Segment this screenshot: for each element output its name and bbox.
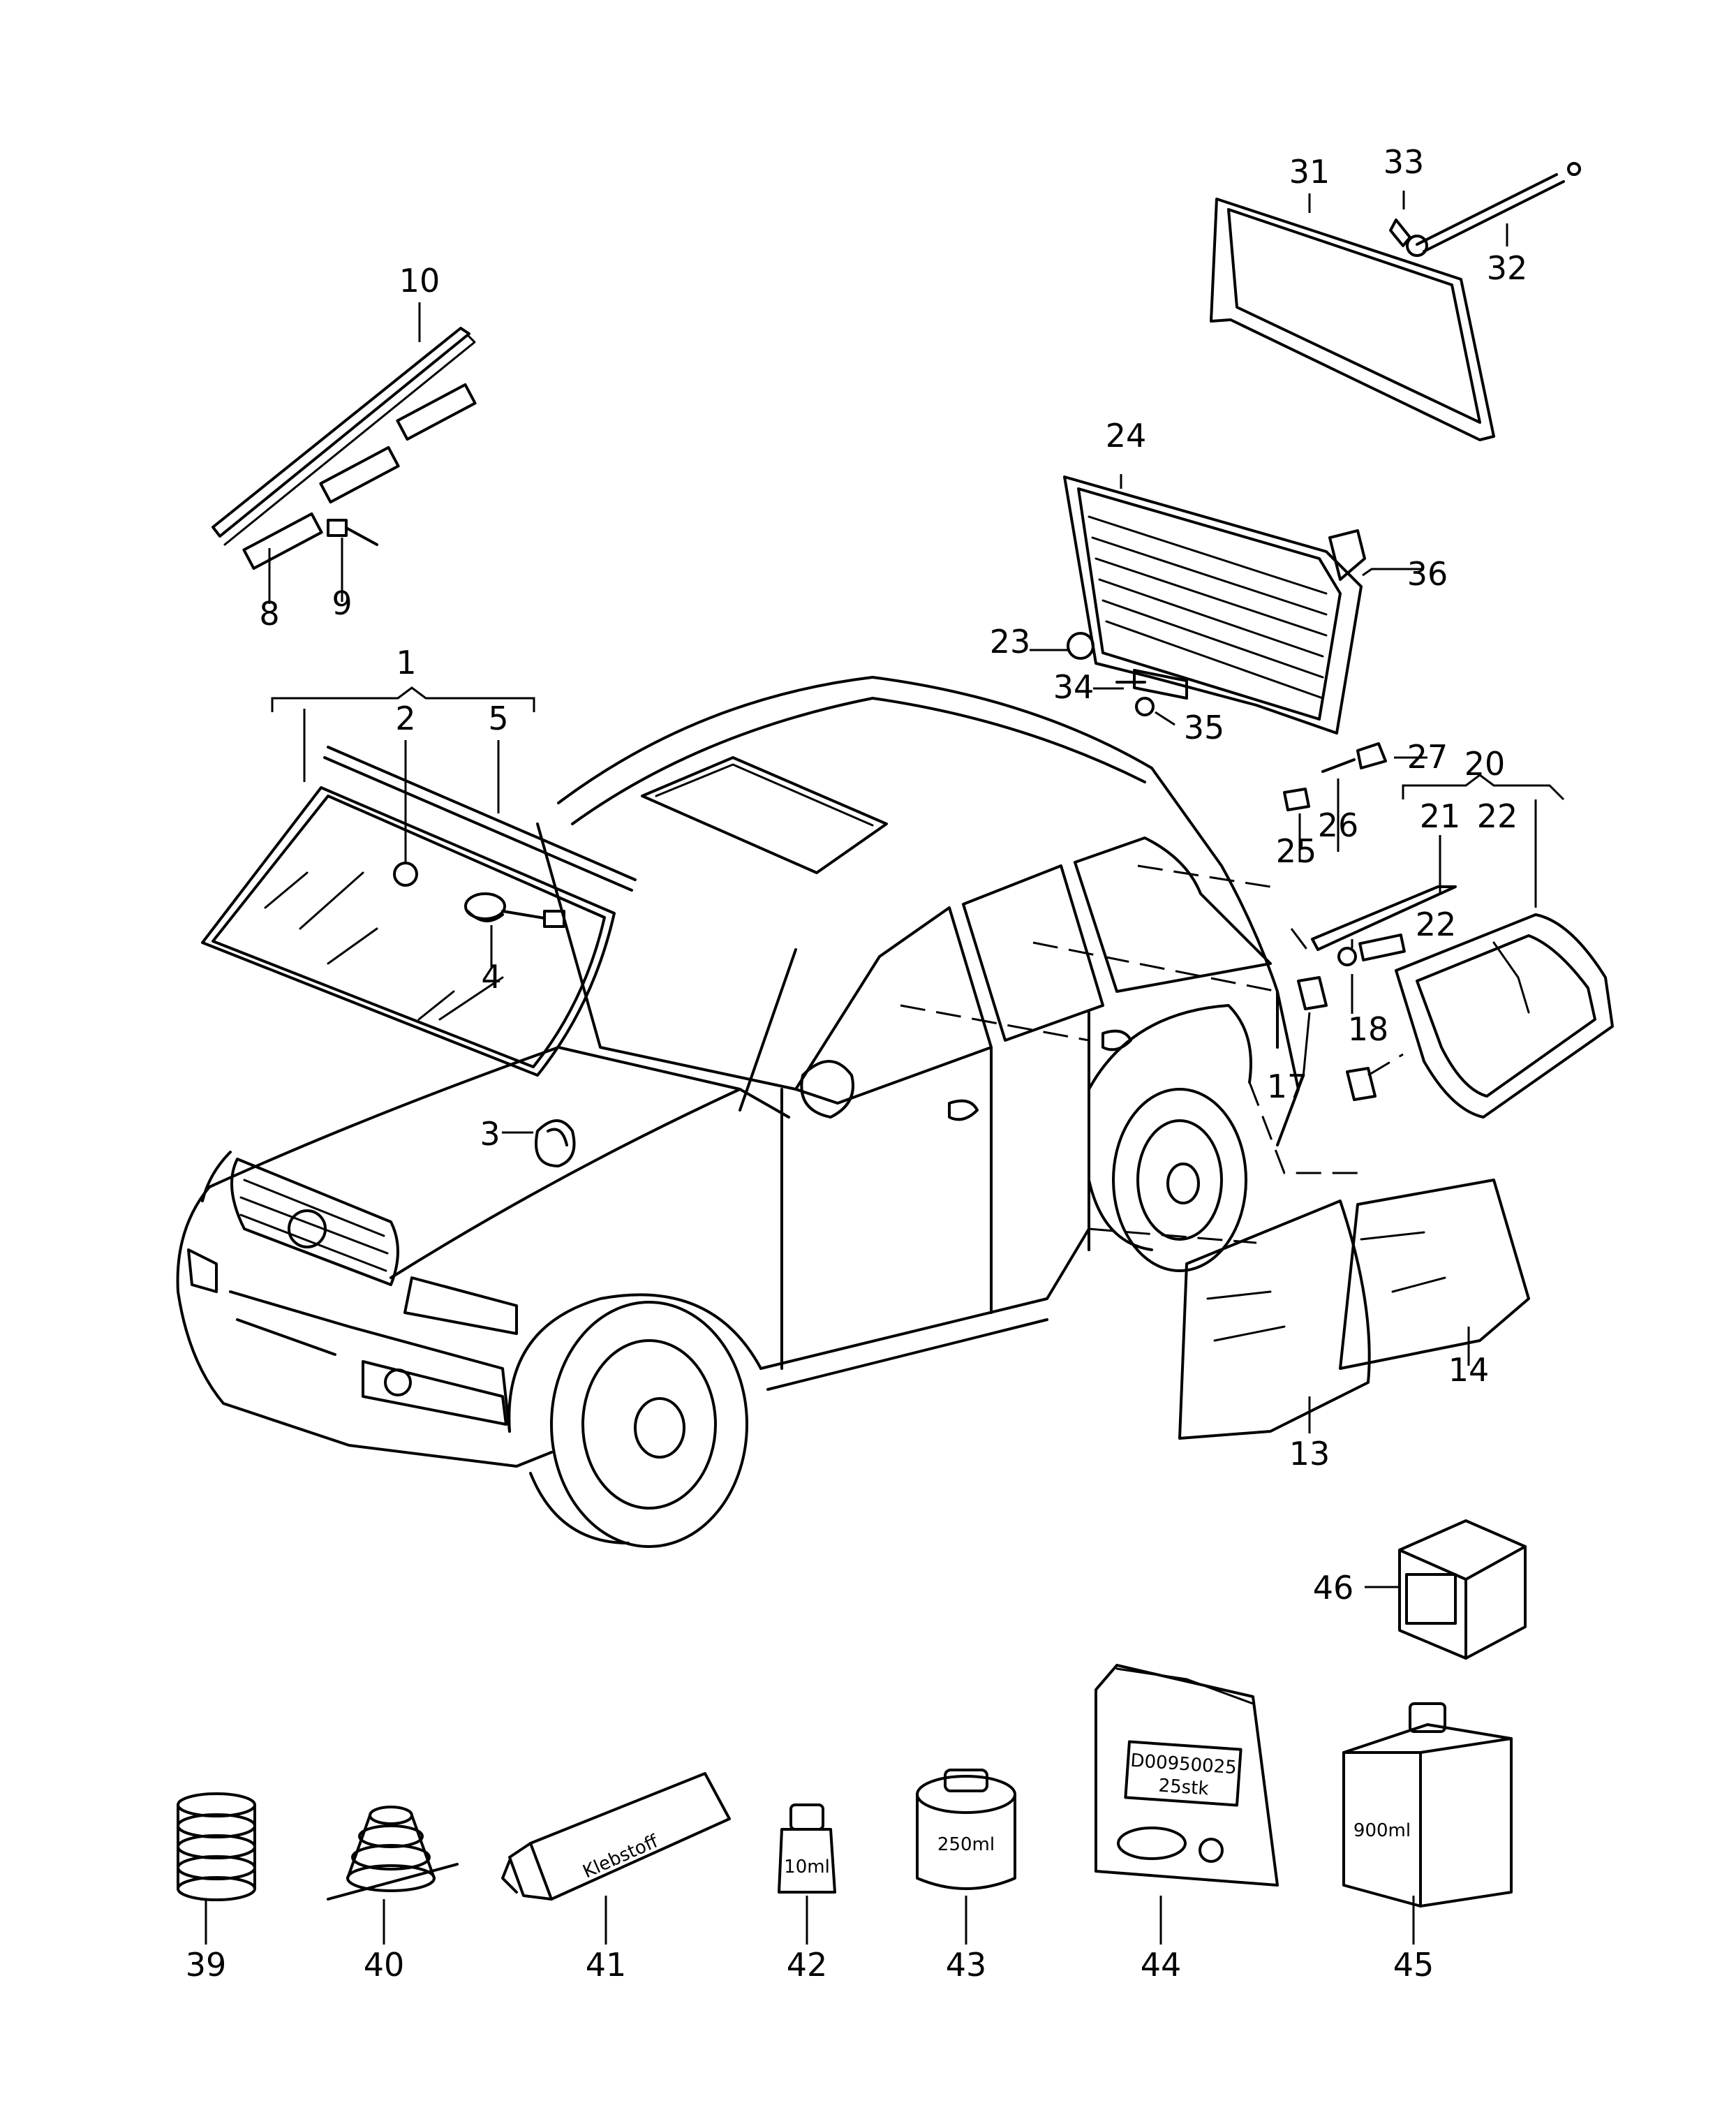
- callout-43: 43: [946, 1946, 987, 1984]
- canister-label: 900ml: [1353, 1820, 1411, 1841]
- cleaner-canister: 900ml: [1342, 1702, 1513, 1908]
- callout-17: 17: [1267, 1068, 1308, 1105]
- door-glass: [1178, 1179, 1530, 1440]
- tailgate-fasteners: [1283, 742, 1387, 811]
- callout-39: 39: [186, 1946, 227, 1984]
- fastener-bag: D00950025 25stk: [1095, 1664, 1279, 1887]
- callout-44: 44: [1141, 1946, 1182, 1984]
- tailgate-window: [1063, 475, 1366, 735]
- callout-26: 26: [1318, 806, 1359, 844]
- tube-label: Klebstoff: [580, 1831, 662, 1882]
- roof-trim: [212, 327, 477, 570]
- callout-32: 32: [1487, 249, 1528, 287]
- quarter-window: [1297, 885, 1614, 1119]
- callout-33: 33: [1383, 143, 1425, 181]
- callout-22: 22: [1477, 797, 1518, 835]
- callout-13: 13: [1289, 1435, 1330, 1473]
- callout-42: 42: [787, 1946, 828, 1984]
- callout-2: 2: [395, 700, 415, 737]
- callout-4: 4: [481, 958, 501, 996]
- bag-qty: 25stk: [1158, 1776, 1210, 1800]
- windshield: [201, 746, 637, 1077]
- callout-40: 40: [364, 1946, 405, 1984]
- leader-lines: [205, 191, 1565, 1945]
- callout-35: 35: [1184, 709, 1225, 746]
- callout-labels: 1 2 3 4 5 8 9 10 13 14 17 18 20 21 22 22…: [186, 143, 1528, 1984]
- callout-3: 3: [480, 1115, 500, 1153]
- rain-sensor: [464, 892, 565, 928]
- rear-window-glass: [1210, 198, 1495, 441]
- primer-can: 250ml: [916, 1769, 1016, 1890]
- gas-strut: [1389, 162, 1581, 257]
- callout-23: 23: [990, 623, 1031, 661]
- callout-5: 5: [488, 700, 508, 737]
- sealing-cone: [327, 1806, 459, 1901]
- callout-8: 8: [259, 595, 279, 633]
- callout-36: 36: [1407, 555, 1448, 593]
- callout-46: 46: [1313, 1569, 1354, 1607]
- callout-1: 1: [396, 644, 416, 681]
- vehicle-outline: [176, 676, 1404, 1548]
- callout-25: 25: [1276, 832, 1317, 870]
- mirror-bracket: [535, 1119, 576, 1167]
- bag-code: D00950025: [1130, 1750, 1238, 1779]
- cartridge-box: [1398, 1519, 1527, 1660]
- callout-21: 21: [1420, 797, 1461, 835]
- callout-27: 27: [1407, 738, 1448, 776]
- bottle-label: 10ml: [784, 1857, 830, 1877]
- callout-34: 34: [1053, 668, 1095, 706]
- primer-bottle: 10ml: [778, 1803, 836, 1894]
- callout-45: 45: [1393, 1946, 1434, 1984]
- callout-31: 31: [1289, 153, 1330, 191]
- callout-41: 41: [586, 1946, 627, 1984]
- callout-18: 18: [1348, 1010, 1389, 1048]
- callout-14: 14: [1448, 1351, 1490, 1389]
- callout-22b: 22: [1416, 906, 1457, 943]
- can-label: 250ml: [937, 1834, 995, 1855]
- callout-24: 24: [1106, 417, 1147, 455]
- callout-20: 20: [1464, 745, 1506, 783]
- callout-10: 10: [399, 262, 440, 300]
- sealing-coil: [177, 1792, 256, 1901]
- callout-9: 9: [332, 584, 352, 622]
- adhesive-tube: Klebstoff: [501, 1772, 731, 1901]
